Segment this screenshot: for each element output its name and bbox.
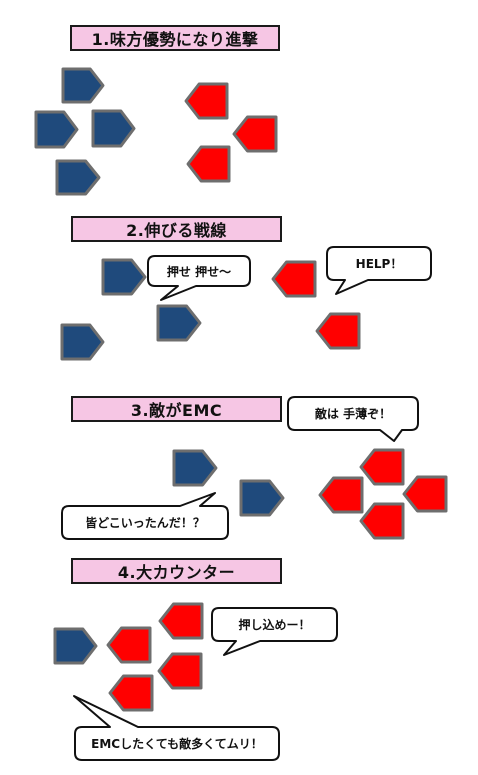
enemy-unit xyxy=(232,115,278,153)
ally-unit xyxy=(172,449,218,487)
enemy-unit xyxy=(106,626,152,664)
enemy-unit xyxy=(315,312,361,350)
section-3-title: 3.敵がEMC xyxy=(71,396,282,422)
speech-bubble-outline xyxy=(326,246,432,295)
enemy-unit xyxy=(359,502,405,540)
speech-bubble-outline xyxy=(147,255,251,301)
bubble-help: HELP！ xyxy=(355,257,403,271)
ally-unit xyxy=(156,304,202,342)
ally-unit xyxy=(91,109,136,148)
enemy-unit xyxy=(158,602,204,640)
speech-bubble-outline xyxy=(211,607,338,656)
enemy-unit xyxy=(359,448,405,486)
enemy-unit xyxy=(186,145,231,183)
ally-unit xyxy=(61,67,105,104)
speech-bubble-outline xyxy=(287,396,419,442)
bubble-where-is-everyone: 皆どこいったんだ！？ xyxy=(85,516,205,530)
bubble-push-push: 押せ 押せ～ xyxy=(166,264,232,279)
enemy-unit xyxy=(318,476,364,514)
ally-unit xyxy=(34,110,79,149)
enemy-unit xyxy=(271,260,317,298)
bubble-push-in: 押し込めー！ xyxy=(238,618,311,632)
enemy-unit xyxy=(402,475,448,513)
speech-bubble-outline xyxy=(73,695,280,761)
enemy-unit xyxy=(157,652,203,690)
section-2-title: 2.伸びる戦線 xyxy=(71,216,282,242)
bubble-emc-impossible: EMCしたくても敵多くてムリ！ xyxy=(91,737,263,751)
ally-unit xyxy=(55,159,101,196)
speech-bubble-outline xyxy=(61,492,229,540)
ally-unit xyxy=(239,479,285,517)
section-4-title: 4.大カウンター xyxy=(71,558,282,584)
ally-unit xyxy=(101,258,147,296)
section-1-title: 1.味方優勢になり進撃 xyxy=(70,25,280,51)
ally-unit xyxy=(60,323,105,361)
enemy-unit xyxy=(108,674,154,712)
enemy-unit xyxy=(184,82,229,120)
bubble-enemy-weak: 敵は 手薄ぞ！ xyxy=(314,407,392,421)
ally-unit xyxy=(53,627,98,665)
